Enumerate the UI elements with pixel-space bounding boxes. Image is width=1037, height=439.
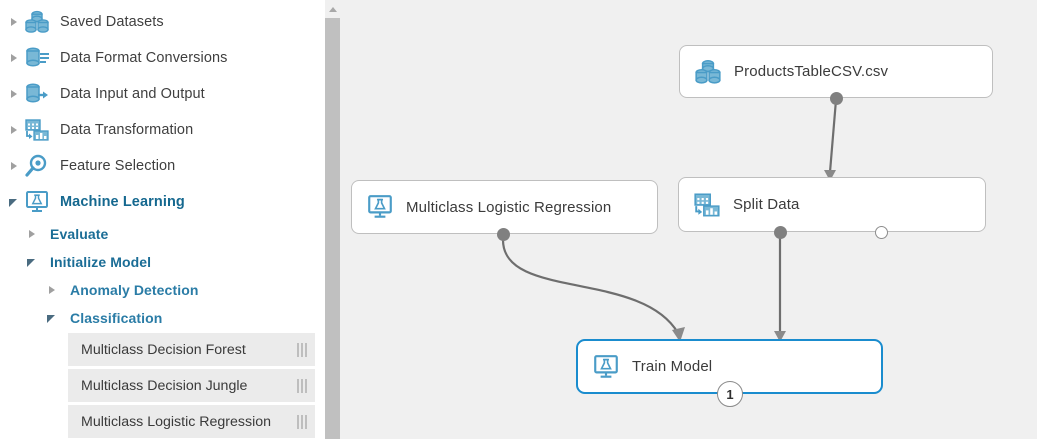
chevron-right-icon[interactable] [6, 14, 22, 30]
sidebar-item-label: Initialize Model [50, 254, 152, 270]
sidebar-item-anomaly-detection[interactable]: Anomaly Detection [0, 272, 199, 308]
port-dataset-output[interactable] [830, 92, 843, 105]
sidebar-item-data-input-and-output[interactable]: Data Input and Output [0, 76, 205, 112]
chevron-down-icon[interactable] [24, 254, 40, 270]
chevron-down-icon[interactable] [44, 310, 60, 326]
sidebar-item-data-transformation[interactable]: Data Transformation [0, 112, 193, 148]
canvas-node-dataset[interactable]: ProductsTableCSV.csv [679, 45, 993, 98]
data-transformation-icon [25, 119, 49, 141]
edge-dataset-to-split [828, 99, 838, 173]
databases-icon [25, 10, 49, 33]
module-item-label: Multiclass Decision Jungle [81, 377, 248, 394]
canvas-node-label: ProductsTableCSV.csv [734, 63, 889, 80]
module-item-multiclass-decision-forest[interactable]: Multiclass Decision Forest [68, 333, 315, 366]
machine-learning-icon [594, 354, 618, 378]
databases-icon [695, 59, 721, 84]
data-io-icon [26, 83, 48, 103]
drag-handle-icon[interactable] [297, 378, 307, 393]
sidebar-item-label: Machine Learning [60, 194, 185, 210]
chevron-right-icon[interactable] [6, 122, 22, 138]
drag-handle-icon[interactable] [297, 414, 307, 429]
sidebar-item-label: Classification [70, 310, 163, 326]
canvas-node-label: Multiclass Logistic Regression [406, 198, 612, 216]
chevron-right-icon[interactable] [6, 158, 22, 174]
module-palette-sidebar: Saved Datasets Data Format Conversions [0, 0, 325, 439]
sidebar-item-label: Feature Selection [60, 158, 176, 174]
sidebar-item-initialize-model[interactable]: Initialize Model [0, 244, 151, 280]
sidebar-item-data-format-conversions[interactable]: Data Format Conversions [0, 40, 228, 76]
canvas-node-train-model[interactable]: Train Model [576, 339, 883, 394]
data-format-icon [26, 47, 49, 67]
sidebar-item-classification[interactable]: Classification [0, 300, 162, 336]
sidebar-item-saved-datasets[interactable]: Saved Datasets [0, 4, 164, 40]
port-split-output-1[interactable] [774, 226, 787, 239]
sidebar-item-label: Evaluate [50, 226, 109, 242]
sidebar-item-label: Data Input and Output [60, 86, 205, 102]
sidebar-item-label: Anomaly Detection [70, 282, 199, 298]
sidebar-item-label: Saved Datasets [60, 14, 164, 30]
canvas-node-multiclass-logistic-regression[interactable]: Multiclass Logistic Regression [351, 180, 658, 234]
chevron-right-icon[interactable] [24, 226, 40, 242]
pipeline-canvas[interactable]: ProductsTableCSV.csv Multiclass Logistic… [341, 0, 1037, 439]
sidebar-item-label: Data Format Conversions [60, 50, 228, 66]
canvas-node-label: Train Model [632, 358, 713, 375]
sidebar-item-evaluate[interactable]: Evaluate [0, 216, 108, 252]
module-item-multiclass-decision-jungle[interactable]: Multiclass Decision Jungle [68, 369, 315, 402]
chevron-right-icon[interactable] [6, 50, 22, 66]
chevron-down-icon[interactable] [6, 194, 22, 210]
scrollbar-thumb[interactable] [325, 18, 340, 439]
port-split-output-2[interactable] [875, 226, 888, 239]
chevron-right-icon[interactable] [44, 282, 60, 298]
machine-learning-icon [26, 191, 48, 212]
canvas-node-label: Split Data [733, 196, 800, 213]
scroll-up-arrow-icon[interactable] [325, 0, 341, 18]
port-mlr-output[interactable] [497, 228, 510, 241]
magnifier-icon [25, 154, 47, 177]
sidebar-vertical-scrollbar[interactable] [325, 0, 341, 439]
status-badge[interactable]: 1 [717, 381, 743, 407]
module-item-label: Multiclass Logistic Regression [81, 413, 272, 430]
machine-learning-icon [368, 195, 392, 218]
module-item-label: Multiclass Decision Forest [81, 341, 246, 358]
sidebar-item-machine-learning[interactable]: Machine Learning [0, 184, 185, 220]
drag-handle-icon[interactable] [297, 342, 307, 357]
sidebar-item-label: Data Transformation [60, 122, 194, 138]
module-item-multiclass-logistic-regression[interactable]: Multiclass Logistic Regression [68, 405, 315, 438]
canvas-node-split-data[interactable]: Split Data [678, 177, 986, 232]
sidebar-item-feature-selection[interactable]: Feature Selection [0, 148, 175, 184]
edge-mlr-to-train [501, 239, 679, 334]
chevron-right-icon[interactable] [6, 86, 22, 102]
data-transformation-icon [694, 192, 720, 216]
